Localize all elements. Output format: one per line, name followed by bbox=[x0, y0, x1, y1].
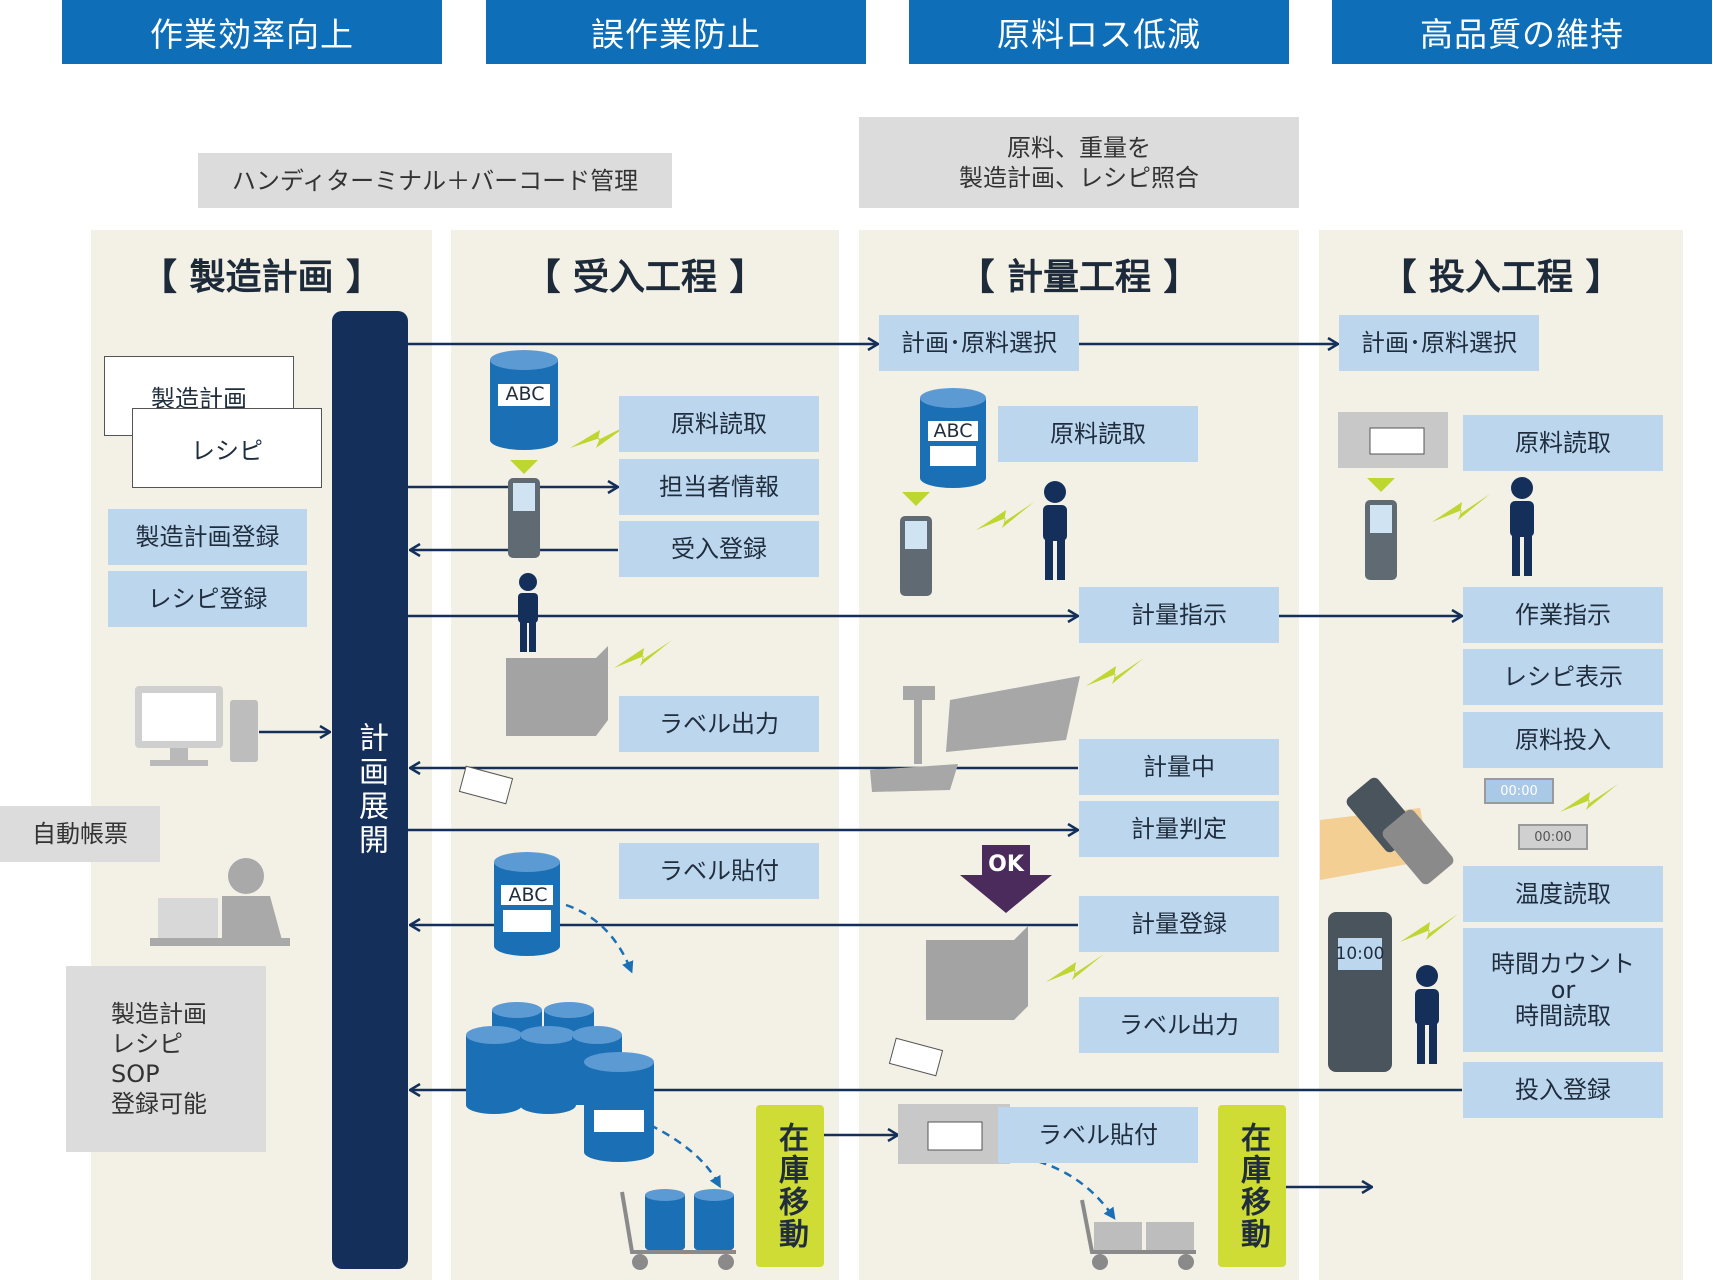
timer-display-2: 00:00 bbox=[1518, 824, 1588, 850]
worker-icons bbox=[518, 477, 1534, 1064]
ok-arrow-shape bbox=[960, 845, 1052, 913]
input-read-material[interactable]: 原料読取 bbox=[1463, 415, 1663, 471]
input-select[interactable]: 計画･原料選択 bbox=[1339, 315, 1539, 371]
hand-terminals-icon bbox=[1320, 777, 1454, 885]
banner-quality: 高品質の維持 bbox=[1332, 0, 1712, 64]
input-recipe-display[interactable]: レシピ表示 bbox=[1463, 649, 1663, 705]
note-matching: 原料、重量を 製造計画、レシピ照合 bbox=[859, 117, 1299, 208]
barcode-scanner-boxes bbox=[898, 412, 1448, 1164]
office-worker-icon bbox=[150, 858, 290, 946]
receive-register[interactable]: 受入登録 bbox=[619, 521, 819, 577]
column-title-input: 【 投入工程 】 bbox=[1380, 257, 1622, 298]
input-work-instruction[interactable]: 作業指示 bbox=[1463, 587, 1663, 643]
cart-icons bbox=[620, 1191, 1196, 1270]
label-printers bbox=[506, 646, 1028, 1020]
recipe-register-button[interactable]: レシピ登録 bbox=[108, 571, 307, 627]
weigh-stock-move[interactable]: 在庫移動 bbox=[1218, 1105, 1286, 1267]
note-matching-line1: 原料、重量を bbox=[1007, 133, 1151, 162]
banner-error-prevention: 誤作業防止 bbox=[486, 0, 866, 64]
plan-info-line: 登録可能 bbox=[111, 1090, 207, 1118]
column-title-weigh: 【 計量工程 】 bbox=[958, 257, 1200, 298]
dashed-arrow-1 bbox=[565, 903, 634, 974]
receive-read-material[interactable]: 原料読取 bbox=[619, 396, 819, 452]
receive-label-attach[interactable]: ラベル貼付 bbox=[619, 843, 819, 899]
column-title-plan: 【 製造計画 】 bbox=[140, 257, 383, 298]
plan-register-button[interactable]: 製造計画登録 bbox=[108, 509, 307, 565]
banner-loss-reduction: 原料ロス低減 bbox=[909, 0, 1289, 64]
banner-efficiency: 作業効率向上 bbox=[62, 0, 442, 64]
input-material-input[interactable]: 原料投入 bbox=[1463, 712, 1663, 768]
input-temp-read[interactable]: 温度読取 bbox=[1463, 866, 1663, 922]
abc-label-receive: ABC bbox=[505, 383, 545, 405]
dashed-arrow-3 bbox=[1024, 1156, 1116, 1220]
weigh-instruction[interactable]: 計量指示 bbox=[1079, 587, 1279, 643]
plan-info-line: 製造計画 bbox=[111, 1000, 207, 1028]
terminal-time-display: 10:00 bbox=[1336, 938, 1385, 970]
weigh-judge[interactable]: 計量判定 bbox=[1079, 801, 1279, 857]
dashed-arrow-2 bbox=[649, 1123, 721, 1189]
plan-info-line: SOP bbox=[111, 1060, 160, 1088]
abc-label-drum: ABC bbox=[508, 884, 548, 906]
cart-boxes bbox=[1094, 1222, 1194, 1250]
receive-label-output[interactable]: ラベル出力 bbox=[619, 696, 819, 752]
abc-label-weigh: ABC bbox=[933, 420, 973, 442]
column-title-receive: 【 受入工程 】 bbox=[524, 257, 766, 298]
computer-icon bbox=[135, 686, 258, 766]
weigh-label-attach[interactable]: ラベル貼付 bbox=[998, 1107, 1198, 1163]
plan-info-line: レシピ bbox=[111, 1030, 183, 1058]
drum-icons bbox=[466, 350, 986, 1253]
input-register[interactable]: 投入登録 bbox=[1463, 1062, 1663, 1118]
weigh-in-progress[interactable]: 計量中 bbox=[1079, 739, 1279, 795]
weigh-select[interactable]: 計画･原料選択 bbox=[879, 315, 1079, 371]
auto-report-label: 自動帳票 bbox=[0, 806, 160, 862]
receive-operator-info[interactable]: 担当者情報 bbox=[619, 459, 819, 515]
doc-recipe: レシピ bbox=[132, 408, 322, 488]
ok-label: OK bbox=[988, 852, 1024, 877]
barcode-labels bbox=[458, 765, 944, 1077]
weigh-label-output[interactable]: ラベル出力 bbox=[1079, 997, 1279, 1053]
weigh-register[interactable]: 計量登録 bbox=[1079, 896, 1279, 952]
receive-stock-move[interactable]: 在庫移動 bbox=[756, 1105, 824, 1267]
weigh-read-material[interactable]: 原料読取 bbox=[998, 406, 1198, 462]
note-matching-line2: 製造計画、レシピ照合 bbox=[959, 163, 1199, 192]
note-handy-terminal: ハンディターミナル＋バーコード管理 bbox=[198, 153, 672, 208]
input-time-count[interactable]: 時間カウント or 時間読取 bbox=[1463, 928, 1663, 1052]
plan-info-box: 製造計画 レシピ SOP 登録可能 bbox=[66, 966, 266, 1152]
timer-display-1: 00:00 bbox=[1484, 778, 1554, 804]
scale-icon bbox=[870, 676, 1080, 792]
plan-deployment-bar: 計画展開 bbox=[332, 311, 408, 1269]
wireless-bolts bbox=[570, 425, 1618, 982]
